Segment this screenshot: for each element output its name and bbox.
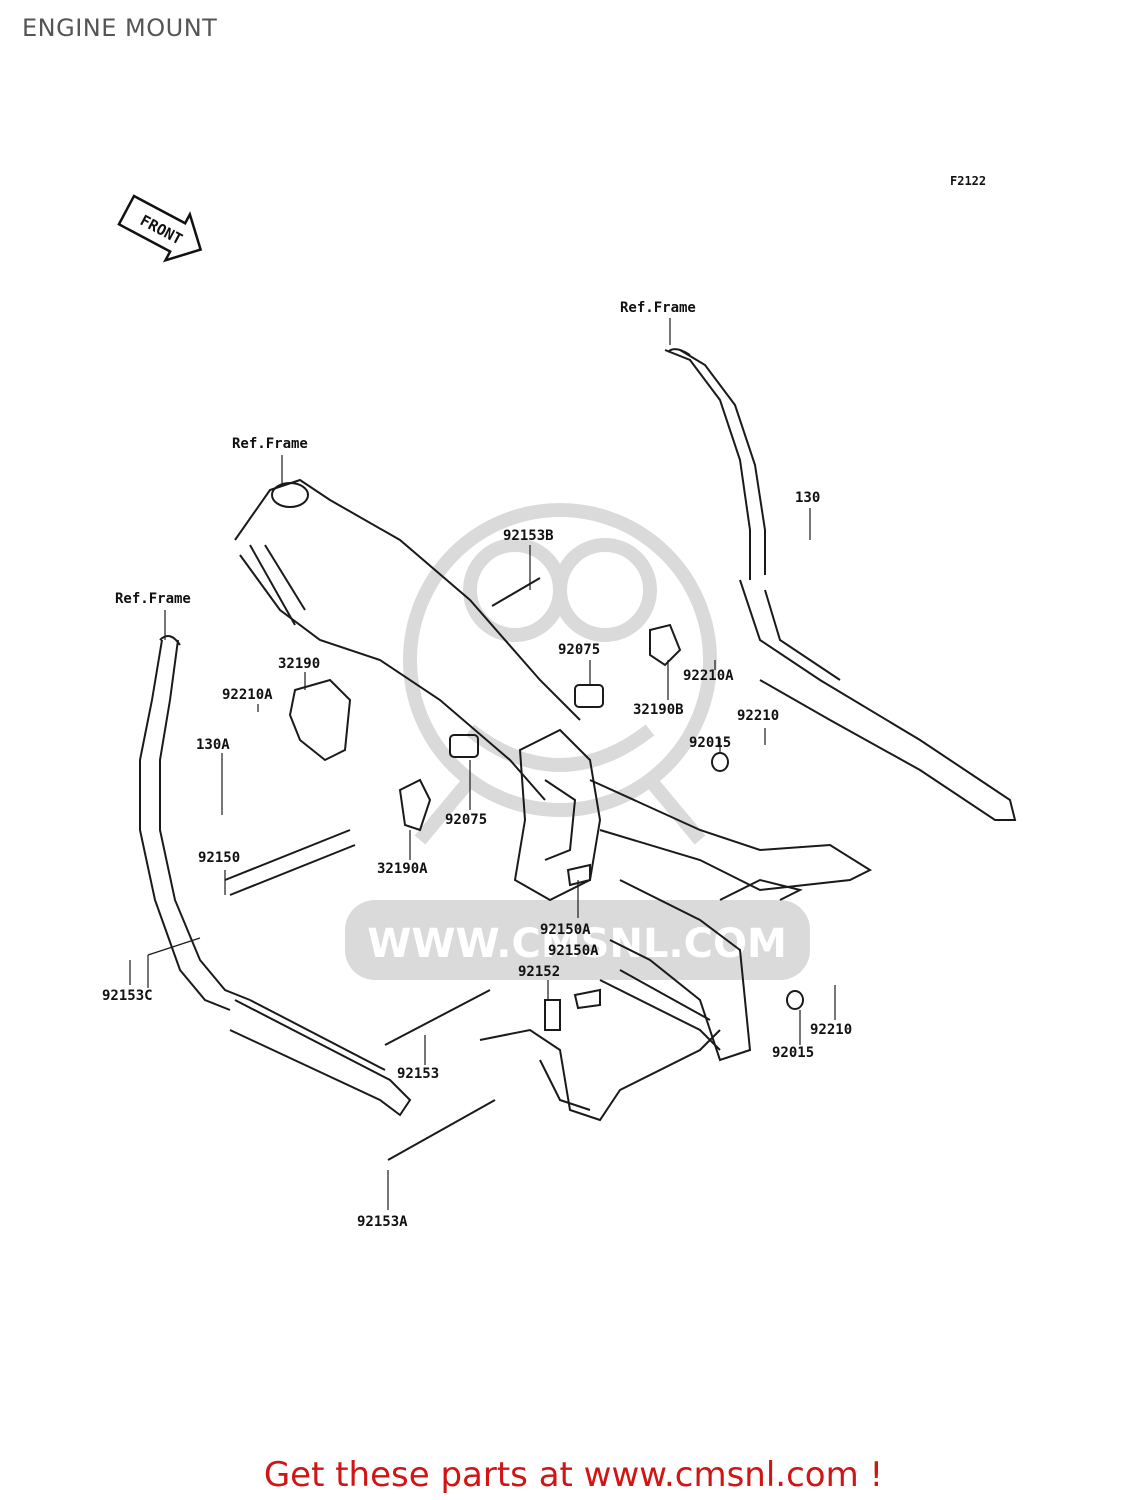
label-92153: 92153	[397, 1066, 439, 1082]
watermark-text: WWW.CMSNL.COM	[367, 921, 787, 967]
label-92210-lower: 92210	[810, 1022, 852, 1038]
label-130a: 130A	[196, 737, 230, 753]
label-92075-lower: 92075	[445, 812, 487, 828]
label-92075-upper: 92075	[558, 642, 600, 658]
label-130: 130	[795, 490, 820, 506]
label-32190a: 32190A	[377, 861, 428, 877]
watermark-logo	[403, 503, 717, 845]
label-92150: 92150	[198, 850, 240, 866]
leader-lines	[129, 318, 836, 1210]
label-92153a: 92153A	[357, 1214, 408, 1230]
label-92210a-left: 92210A	[222, 687, 273, 703]
label-92150a-lower: 92150A	[548, 943, 599, 959]
label-92015-lower: 92015	[772, 1045, 814, 1061]
label-92210-upper: 92210	[737, 708, 779, 724]
label-92015-upper: 92015	[689, 735, 731, 751]
diagram-code: F2122	[950, 174, 986, 188]
label-ref-frame-mid: Ref.Frame	[232, 436, 308, 452]
label-92153b: 92153B	[503, 528, 554, 544]
label-92150a-upper: 92150A	[540, 922, 591, 938]
footer-parts-link[interactable]: Get these parts at www.cmsnl.com !	[263, 1455, 884, 1495]
page-title: ENGINE MOUNT	[22, 14, 218, 42]
frame-drawing	[139, 348, 1017, 1161]
label-92210a-right: 92210A	[683, 668, 734, 684]
label-92153c: 92153C	[102, 988, 153, 1004]
label-32190b: 32190B	[633, 702, 684, 718]
label-ref-frame-top: Ref.Frame	[620, 300, 696, 316]
label-ref-frame-left: Ref.Frame	[115, 591, 191, 607]
front-arrow-icon: FRONT	[117, 194, 203, 263]
label-32190: 32190	[278, 656, 320, 672]
label-92152: 92152	[518, 964, 560, 980]
part-labels: F2122 Ref.Frame Ref.Frame Ref.Frame 130 …	[102, 174, 986, 1230]
engine-mount-diagram: WWW.CMSNL.COM FRONT	[102, 174, 1017, 1230]
watermark-banner	[345, 900, 810, 980]
